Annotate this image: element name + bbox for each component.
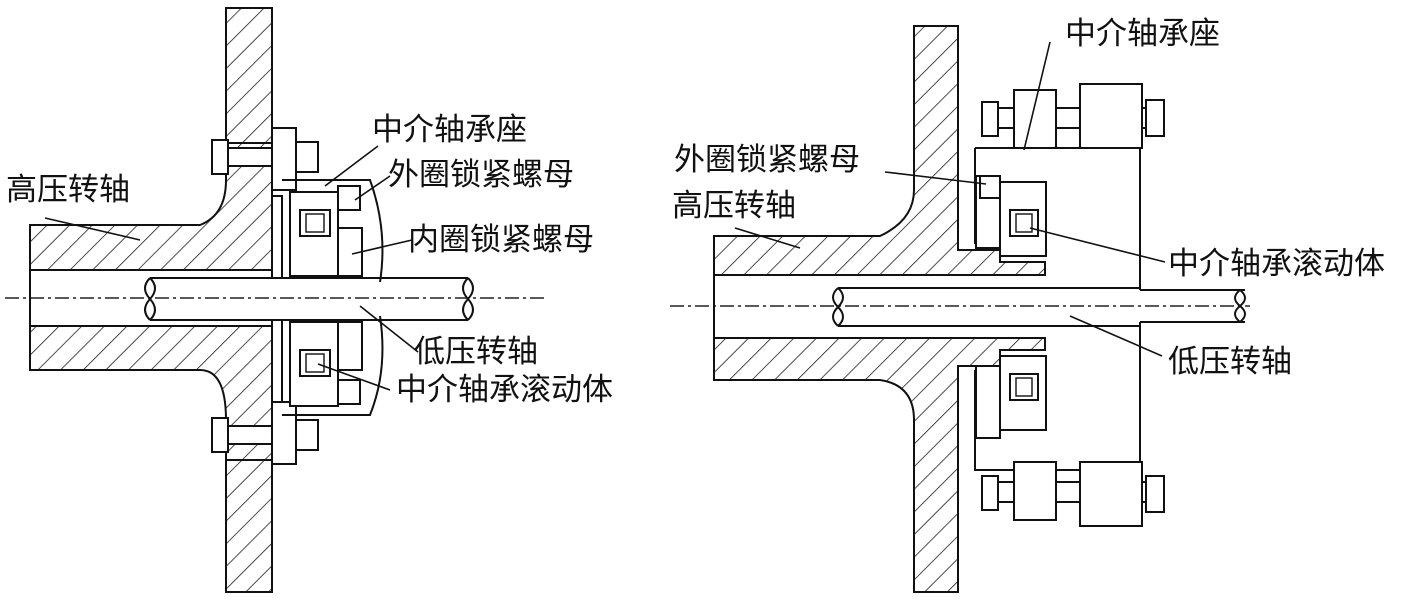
left-hp-shaft-lower (29, 325, 273, 461)
left-disk-upper (225, 7, 273, 144)
left-bearing-upper (289, 321, 363, 407)
right-bearing-upper (975, 175, 1047, 257)
left-label-bearing-housing: 中介轴承座 (372, 112, 527, 148)
left-label-hp-shaft: 高压转轴 (6, 172, 130, 208)
right-bolt-lower (981, 461, 1165, 527)
right-label-hp-shaft: 高压转轴 (672, 188, 796, 224)
right-label-bearing-housing: 中介轴承座 (1065, 16, 1220, 52)
right-panel: 中介轴承座 外圈锁紧螺母 高压转轴 中介轴承滚动体 低压转轴 (670, 16, 1385, 593)
right-lp-shaft (832, 287, 1246, 327)
left-bolt-lower (211, 401, 319, 465)
left-disk-lower (225, 459, 273, 593)
left-label-rolling-element: 中介轴承滚动体 (396, 372, 613, 408)
right-bearing-lower (975, 355, 1047, 439)
right-label-outer-lock-nut: 外圈锁紧螺母 (674, 142, 860, 178)
left-label-lp-shaft: 低压转轴 (414, 334, 538, 370)
right-label-lp-shaft: 低压转轴 (1168, 344, 1292, 380)
left-panel: 中介轴承座 外圈锁紧螺母 高压转轴 内圈锁紧螺母 低压转轴 中介轴承滚动体 (5, 7, 613, 593)
left-label-outer-lock-nut: 外圈锁紧螺母 (388, 157, 574, 193)
right-label-rolling-element: 中介轴承滚动体 (1168, 246, 1385, 282)
left-bearing-upper (289, 185, 363, 277)
left-label-inner-lock-nut: 内圈锁紧螺母 (408, 222, 594, 258)
left-lp-shaft (144, 277, 474, 321)
right-bolt-upper (981, 83, 1165, 149)
